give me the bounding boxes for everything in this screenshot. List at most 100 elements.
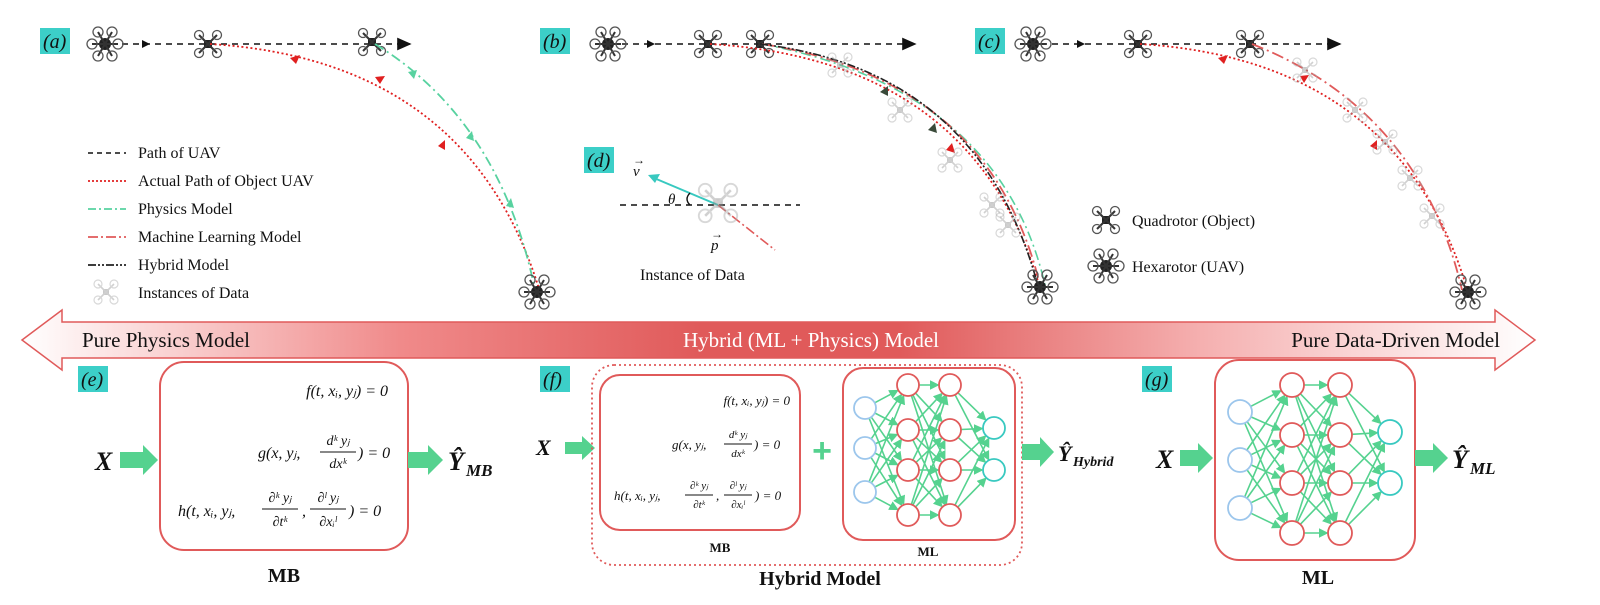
- path-arrowhead: [438, 140, 445, 150]
- hybrid-model-curve: [759, 43, 1039, 287]
- panel-a: (a): [40, 26, 556, 310]
- nn-connection: [1250, 512, 1282, 529]
- instance-data-icon: [697, 182, 739, 224]
- path-arrowhead: [946, 143, 955, 153]
- nn-connection: [1250, 390, 1282, 408]
- mb-input-arrow: [120, 445, 158, 475]
- path-arrowhead: [1077, 40, 1085, 48]
- vehicle-legend: Quadrotor (Object) Hexarotor (UAV): [1087, 205, 1255, 284]
- comma: ,: [716, 488, 719, 503]
- mb-eq3-den2: ∂xᵢˡ: [319, 515, 337, 530]
- ml-output-arrow: [1415, 443, 1448, 473]
- nn-hidden-node: [1327, 520, 1353, 546]
- nn-hidden-node: [1279, 470, 1305, 496]
- panel-c: (c): [975, 26, 1487, 310]
- nn-connection: [960, 424, 984, 434]
- nn-input-node: [853, 436, 877, 460]
- nn-output-node: [982, 458, 1006, 482]
- nn-input-node: [853, 480, 877, 504]
- quadrotor-icon: [193, 29, 223, 59]
- panel-e-tag: [78, 366, 108, 392]
- spectrum-center-label: Hybrid (ML + Physics) Model: [683, 328, 939, 352]
- nn-connection: [957, 392, 987, 421]
- velocity-arrowhead: [648, 174, 660, 183]
- hybrid-arrowhead: [880, 86, 888, 96]
- hexarotor-icon: [1449, 274, 1487, 310]
- panel-e: (e) X f(t, xᵢ, yⱼ) = 0 g(x, yⱼ, dᵏ yⱼ dx…: [78, 361, 492, 587]
- legend-physics: Physics Model: [138, 201, 233, 218]
- nn-connection: [874, 496, 899, 511]
- hybrid-input: X: [535, 435, 552, 460]
- mb-eq3-den1: ∂tᵏ: [273, 515, 289, 530]
- nn-hidden-node: [938, 373, 962, 397]
- mb-eq3-rhs: ) = 0: [348, 503, 381, 520]
- hybrid-output: Ŷ: [1058, 441, 1074, 466]
- spectrum-arrow-shape: [20, 308, 1537, 372]
- hybrid-mb-eq3-num2: ∂ˡ yⱼ: [730, 480, 748, 492]
- mb-eq2-num: dᵏ yⱼ: [326, 434, 351, 449]
- path-arrowhead: [142, 40, 150, 48]
- nn-connection: [1348, 392, 1382, 425]
- plus-sign: +: [812, 432, 832, 470]
- nn-connection: [874, 474, 899, 488]
- hybrid-output-arrow: [1022, 437, 1054, 467]
- quadrotor-icon: [693, 29, 723, 59]
- nn-connection: [1347, 491, 1382, 526]
- hybrid-mb-eq3-num1: ∂ᵏ yⱼ: [690, 480, 709, 492]
- path-arrowhead: [647, 40, 655, 48]
- panel-g-label: (g): [1145, 369, 1169, 391]
- nn-connection: [868, 394, 905, 483]
- comma: ,: [302, 503, 306, 520]
- instance-data-icon: [937, 147, 963, 173]
- panel-d-tag: [584, 147, 614, 173]
- velocity-label: v: [633, 164, 640, 180]
- legend-path-uav: Path of UAV: [138, 145, 221, 162]
- hexarotor-icon: [1087, 248, 1125, 284]
- mb-caption: MB: [268, 565, 300, 587]
- hybrid-mb-eq2-rhs: ) = 0: [753, 437, 781, 452]
- legend-actual-path: Actual Path of Object UAV: [138, 173, 314, 190]
- physics-arrowhead: [466, 131, 474, 141]
- mb-eq2-lhs: g(x, yⱼ,: [258, 445, 300, 462]
- nn-connection: [1299, 393, 1333, 427]
- ml-neural-network: [1227, 372, 1403, 546]
- hybrid-ml-caption: ML: [918, 544, 939, 559]
- panel-e-label: (e): [81, 369, 104, 391]
- nn-hidden-node: [1327, 422, 1353, 448]
- vector-arrow-glyph: →: [711, 227, 723, 241]
- actual-path-curve: [709, 43, 1041, 289]
- instance-data-icon: [1397, 165, 1423, 191]
- nn-connection: [1296, 445, 1336, 523]
- legend-instances: Instances of Data: [138, 285, 249, 302]
- panel-b-label: (b): [543, 31, 567, 53]
- quadrotor-icon: [1091, 205, 1121, 235]
- hexarotor-icon: [1014, 26, 1052, 62]
- hybrid-ml-box: [842, 367, 1016, 541]
- hybrid-mb-eq3-den2: ∂xᵢˡ: [731, 499, 745, 511]
- hybrid-caption: Hybrid Model: [759, 568, 881, 590]
- nn-hidden-node: [938, 503, 962, 527]
- nn-hidden-node: [896, 418, 920, 442]
- mb-output-sub: MB: [465, 461, 492, 480]
- velocity-vector: [653, 177, 719, 206]
- mb-eq2-rhs: ) = 0: [357, 445, 390, 462]
- hybrid-arrowhead: [928, 123, 937, 133]
- model-spectrum-arrow: Pure Physics Model Hybrid (ML + Physics)…: [20, 308, 1537, 372]
- theta-label: θ: [668, 192, 676, 208]
- nn-output-node: [1377, 470, 1403, 496]
- panel-c-label: (c): [978, 31, 1001, 53]
- nn-connection: [1246, 444, 1286, 499]
- position-label: p: [710, 238, 719, 254]
- path-arrowhead: [1218, 55, 1228, 64]
- nn-hidden-node: [1327, 372, 1353, 398]
- mb-eq3-num1: ∂ᵏ yⱼ: [268, 491, 293, 506]
- hybrid-mb-eq3-lhs: h(t, xᵢ, yⱼ,: [614, 488, 661, 503]
- nn-hidden-node: [1279, 422, 1305, 448]
- hybrid-mb-box: [599, 374, 801, 531]
- hexarotor-icon: [86, 26, 124, 62]
- nn-connection: [1351, 428, 1379, 439]
- nn-connection: [1250, 487, 1282, 504]
- nn-input-node: [853, 396, 877, 420]
- panel-d-label: (d): [587, 150, 611, 172]
- model-legend: Path of UAV Actual Path of Object UAV Ph…: [88, 145, 314, 305]
